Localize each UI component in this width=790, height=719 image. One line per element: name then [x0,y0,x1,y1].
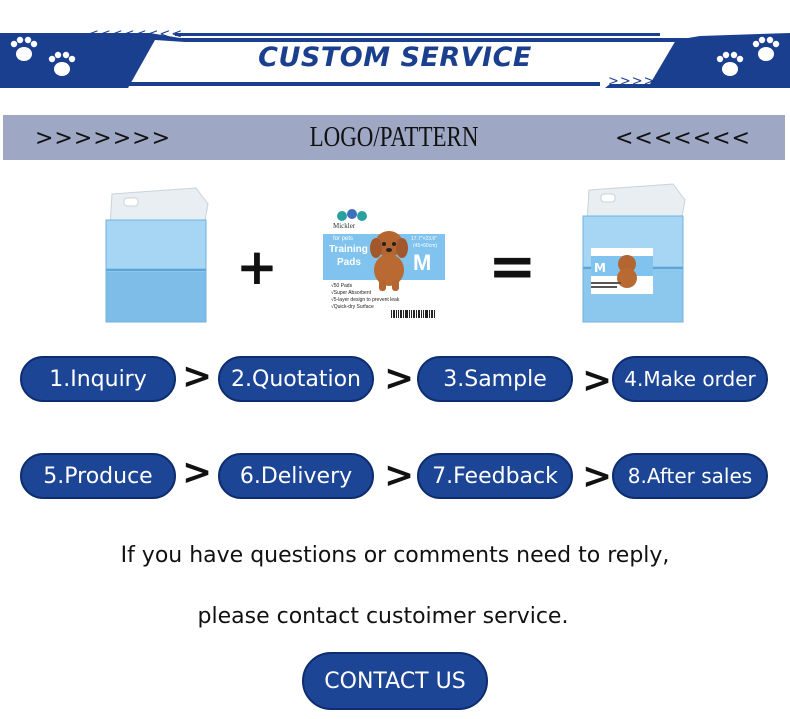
label-bullets: √50 Pads √Super Absorbent √5-layer desig… [331,283,399,311]
equals-sign: = [488,232,537,300]
label-name-line2: Pads [337,257,361,268]
label-bullet: √5-layer design to prevent leak [331,297,400,303]
header-banner: <<<<<<<< >>>>>>>> CUSTOM SERVICE [0,0,790,100]
band-arrows-left: >>>>>>> [35,126,172,151]
header-arrows-left: <<<<<<<< [88,27,184,42]
header-arrows-right: >>>>>>>> [608,74,704,89]
step-after-sales: 8.After sales [612,453,768,499]
label-bullet: √Quick-dry Surface [331,304,374,310]
label-dims: 17.7"×23.6" [411,236,437,242]
barcode-icon [391,310,435,318]
step-inquiry: 1.Inquiry [20,356,176,402]
step-separator: > [182,356,213,397]
step-sample: 3.Sample [417,356,573,402]
plus-sign: + [236,238,278,296]
message-line-1: If you have questions or comments need t… [120,543,670,568]
label-design-card: Mickler for pets Training Pads 17.7"×23.… [323,206,445,324]
logo-pattern-band: >>>>>>> LOGO/PATTERN <<<<<<< [3,115,785,160]
paw-icon [716,36,780,76]
step-feedback: 7.Feedback [417,453,573,499]
band-title: LOGO/PATTERN [309,122,479,153]
poodle-dog-image [370,231,408,291]
brand-name: Mickler [333,222,356,230]
label-dims-metric: (45×60cm) [413,243,438,249]
step-delivery: 6.Delivery [218,453,374,499]
brand-logo-icon [337,209,367,221]
label-name-line1: Training [329,244,368,255]
message-line-2: please contact custoimer service. [197,604,569,629]
label-for-pets: for pets [333,236,354,242]
svg-text:M: M [594,261,606,275]
page-title: CUSTOM SERVICE [258,42,532,73]
step-separator: > [582,360,613,401]
label-bullet: √50 Pads [331,283,353,289]
label-bullet: √Super Absorbent [331,290,371,296]
step-make-order: 4.Make order [612,356,768,402]
plain-pad-pack-image [105,187,209,323]
step-separator: > [384,358,415,399]
step-separator: > [384,455,415,496]
contact-us-button[interactable]: CONTACT US [302,652,488,710]
label-size-letter: M [413,250,432,275]
step-separator: > [182,452,213,493]
band-arrows-right: <<<<<<< [614,126,751,151]
paw-icon [10,36,76,76]
step-quotation: 2.Quotation [218,356,374,402]
branded-pad-pack-image: M [582,183,686,323]
step-produce: 5.Produce [20,453,176,499]
step-separator: > [582,456,613,497]
